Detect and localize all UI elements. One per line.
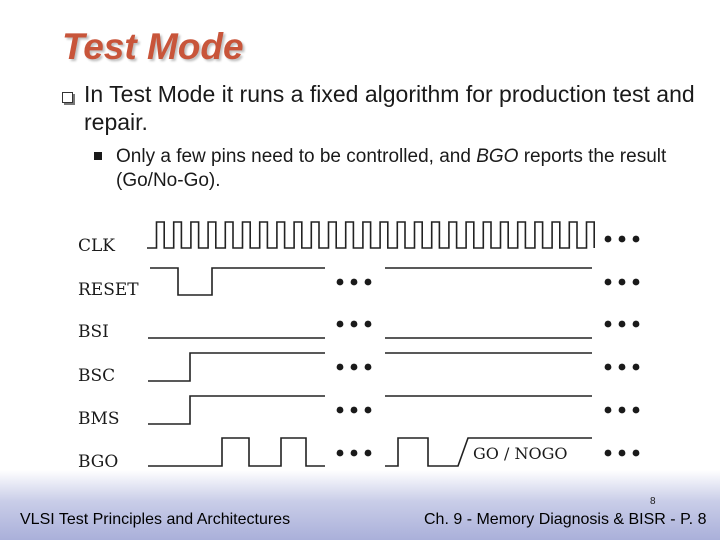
bullet-filled-square-icon (94, 152, 102, 160)
sub-bullet-signal: BGO (476, 146, 519, 167)
sub-bullet-suffix: reports the result (Go/No-Go). (116, 146, 667, 191)
ellipsis-mid-1 (336, 278, 372, 286)
ellipsis-mid-4 (336, 406, 372, 414)
footer-chapter: Ch. 9 - Memory Diagnosis & BISR - P. 8 (424, 511, 707, 528)
bms-waveform-a (148, 395, 325, 425)
footer-bar (0, 470, 720, 540)
sub-bullet-prefix: Only a few pins need to be controlled, a… (116, 146, 477, 167)
clk-waveform (147, 221, 595, 249)
main-bullet-text: In Test Mode it runs a fixed algorithm f… (84, 81, 695, 135)
ellipsis-end-2 (604, 320, 640, 328)
bgo-waveform-b (385, 437, 592, 467)
go-nogo-label: GO / NOGO (473, 444, 567, 463)
sub-bullet-text: Only a few pins need to be controlled, a… (116, 145, 706, 193)
footer-course-title: VLSI Test Principles and Architectures (20, 511, 291, 528)
signal-label-bsc: BSC (78, 366, 115, 386)
reset-waveform-a (150, 267, 325, 296)
signal-label-clk: CLK (78, 236, 115, 256)
ellipsis-end-3 (604, 363, 640, 371)
ellipsis-end-5 (604, 449, 640, 457)
signal-label-reset: RESET (78, 280, 139, 300)
signal-label-bsi: BSI (78, 322, 109, 342)
signal-label-bms: BMS (78, 409, 120, 429)
ellipsis-mid-5 (336, 449, 372, 457)
signal-label-bgo: BGO (78, 452, 118, 472)
ellipsis-end-1 (604, 278, 640, 286)
bgo-waveform-a (148, 437, 325, 467)
ellipsis-mid-2 (336, 320, 372, 328)
ellipsis-mid-3 (336, 363, 372, 371)
ellipsis-end-4 (604, 406, 640, 414)
ellipsis-clk-end (604, 235, 640, 243)
page-number: 8 (650, 496, 656, 507)
bsc-waveform-a (148, 352, 325, 382)
slide-title: Test Mode (62, 26, 244, 67)
